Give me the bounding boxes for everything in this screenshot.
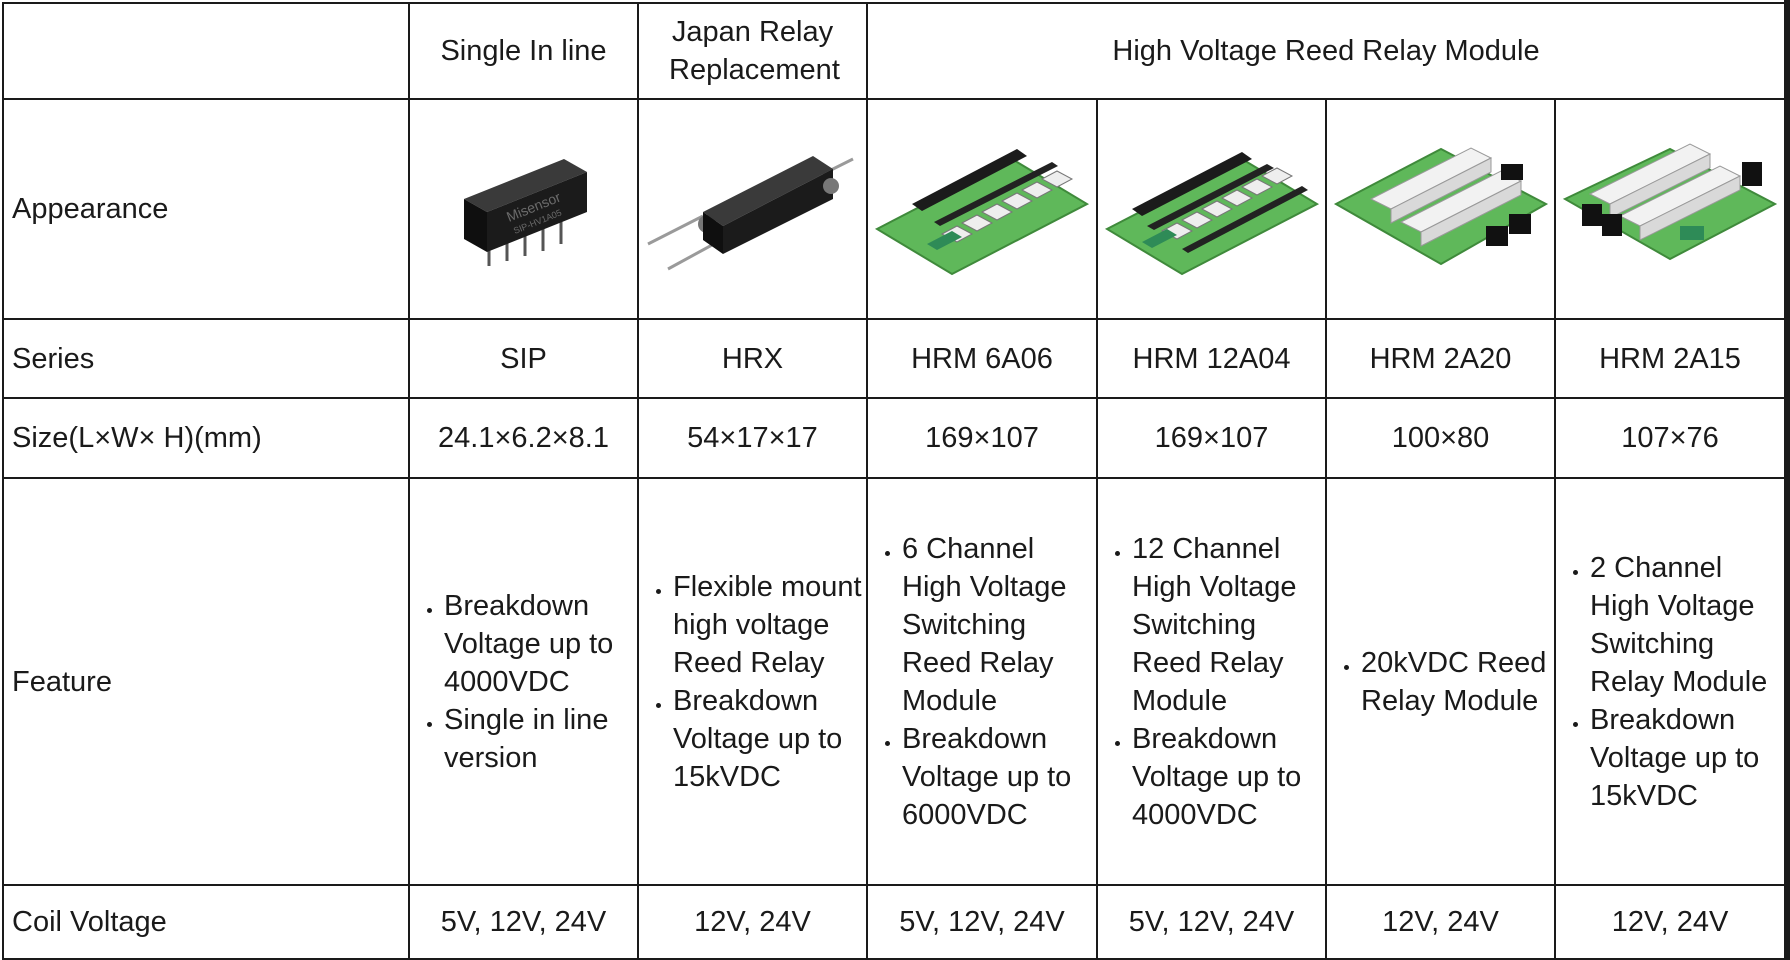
feature-item: Single in line version (444, 701, 637, 777)
coil-cell: 12V, 24V (1325, 884, 1556, 960)
hrm-2a15-module-image (1562, 143, 1778, 261)
series-cell: HRM 12A04 (1096, 318, 1327, 399)
hrm-6a06-cell (866, 98, 1098, 320)
size-cell: 54×17×17 (637, 397, 868, 479)
coil-cell: 5V, 12V, 24V (866, 884, 1098, 960)
hrm-12a04-module-image (1104, 152, 1319, 276)
header-hv-module: High Voltage Reed Relay Module (865, 2, 1787, 100)
feature-cell: Breakdown Voltage up to 4000VDC Single i… (408, 477, 639, 886)
appearance-label: Appearance (2, 98, 410, 320)
feature-item: 12 Channel High Voltage Switching Reed R… (1132, 530, 1325, 720)
header-single-in-line: Single In line (408, 2, 639, 100)
feature-item: 2 Channel High Voltage Switching Relay M… (1590, 549, 1784, 701)
sip-relay-cell: Misensor SIP-HV1A05 (408, 98, 639, 320)
coil-cell: 12V, 24V (637, 884, 868, 960)
feature-cell: Flexible mount high voltage Reed Relay B… (637, 477, 868, 886)
sip-relay-image: Misensor SIP-HV1A05 (463, 159, 587, 266)
header-japan-relay-text: Japan Relay Replacement (669, 16, 840, 86)
header-japan-relay: Japan Relay Replacement (637, 2, 868, 100)
feature-list: 20kVDC Reed Relay Module (1327, 644, 1554, 720)
feature-item: Breakdown Voltage up to 6000VDC (902, 720, 1096, 834)
feature-row: Feature Breakdown Voltage up to 4000VDC … (2, 477, 1787, 886)
feature-item: 20kVDC Reed Relay Module (1361, 644, 1554, 720)
corner-cell (2, 2, 410, 100)
header-row: Single In line Japan Relay Replacement H… (2, 2, 1787, 100)
size-cell: 100×80 (1325, 397, 1556, 479)
coil-cell: 5V, 12V, 24V (1096, 884, 1327, 960)
hrm-12a04-cell (1096, 98, 1327, 320)
feature-label: Feature (2, 477, 410, 886)
hrx-relay-cell (637, 98, 868, 320)
size-label: Size(L×W× H)(mm) (2, 397, 410, 479)
feature-item: Breakdown Voltage up to 4000VDC (1132, 720, 1325, 834)
series-cell: HRM 6A06 (866, 318, 1098, 399)
feature-list: 6 Channel High Voltage Switching Reed Re… (868, 530, 1096, 834)
feature-item: Breakdown Voltage up to 4000VDC (444, 587, 637, 701)
size-cell: 24.1×6.2×8.1 (408, 397, 639, 479)
hrm-6a06-module-image (874, 149, 1090, 276)
feature-cell: 12 Channel High Voltage Switching Reed R… (1096, 477, 1327, 886)
feature-item: Flexible mount high voltage Reed Relay (673, 568, 866, 682)
size-cell: 169×107 (1096, 397, 1327, 479)
size-row: Size(L×W× H)(mm) 24.1×6.2×8.1 54×17×17 1… (2, 397, 1787, 479)
hrm-2a20-module-image (1333, 147, 1548, 266)
feature-list: 2 Channel High Voltage Switching Relay M… (1556, 549, 1784, 815)
feature-cell: 6 Channel High Voltage Switching Reed Re… (866, 477, 1098, 886)
coil-row: Coil Voltage 5V, 12V, 24V 12V, 24V 5V, 1… (2, 884, 1787, 960)
feature-item: 6 Channel High Voltage Switching Reed Re… (902, 530, 1096, 720)
series-cell: HRM 2A20 (1325, 318, 1556, 399)
series-cell: HRX (637, 318, 868, 399)
coil-cell: 12V, 24V (1553, 884, 1787, 960)
hrm-2a15-cell (1553, 98, 1787, 320)
feature-item: Breakdown Voltage up to 15kVDC (673, 682, 866, 796)
size-cell: 107×76 (1553, 397, 1787, 479)
right-edge-bar (1784, 0, 1790, 960)
feature-list: Flexible mount high voltage Reed Relay B… (639, 568, 866, 796)
coil-cell: 5V, 12V, 24V (408, 884, 639, 960)
appearance-row: Appearance Misensor SIP-HV1A05 (2, 98, 1787, 320)
feature-item: Breakdown Voltage up to 15kVDC (1590, 701, 1784, 815)
series-cell: SIP (408, 318, 639, 399)
size-cell: 169×107 (866, 397, 1098, 479)
hrm-2a20-cell (1325, 98, 1556, 320)
coil-label: Coil Voltage (2, 884, 410, 960)
feature-list: Breakdown Voltage up to 4000VDC Single i… (410, 587, 637, 777)
hrx-relay-image (646, 156, 854, 271)
feature-cell: 2 Channel High Voltage Switching Relay M… (1553, 477, 1787, 886)
series-cell: HRM 2A15 (1553, 318, 1787, 399)
feature-list: 12 Channel High Voltage Switching Reed R… (1098, 530, 1325, 834)
feature-cell: 20kVDC Reed Relay Module (1325, 477, 1556, 886)
series-row: Series SIP HRX HRM 6A06 HRM 12A04 HRM 2A… (2, 318, 1787, 399)
series-label: Series (2, 318, 410, 399)
